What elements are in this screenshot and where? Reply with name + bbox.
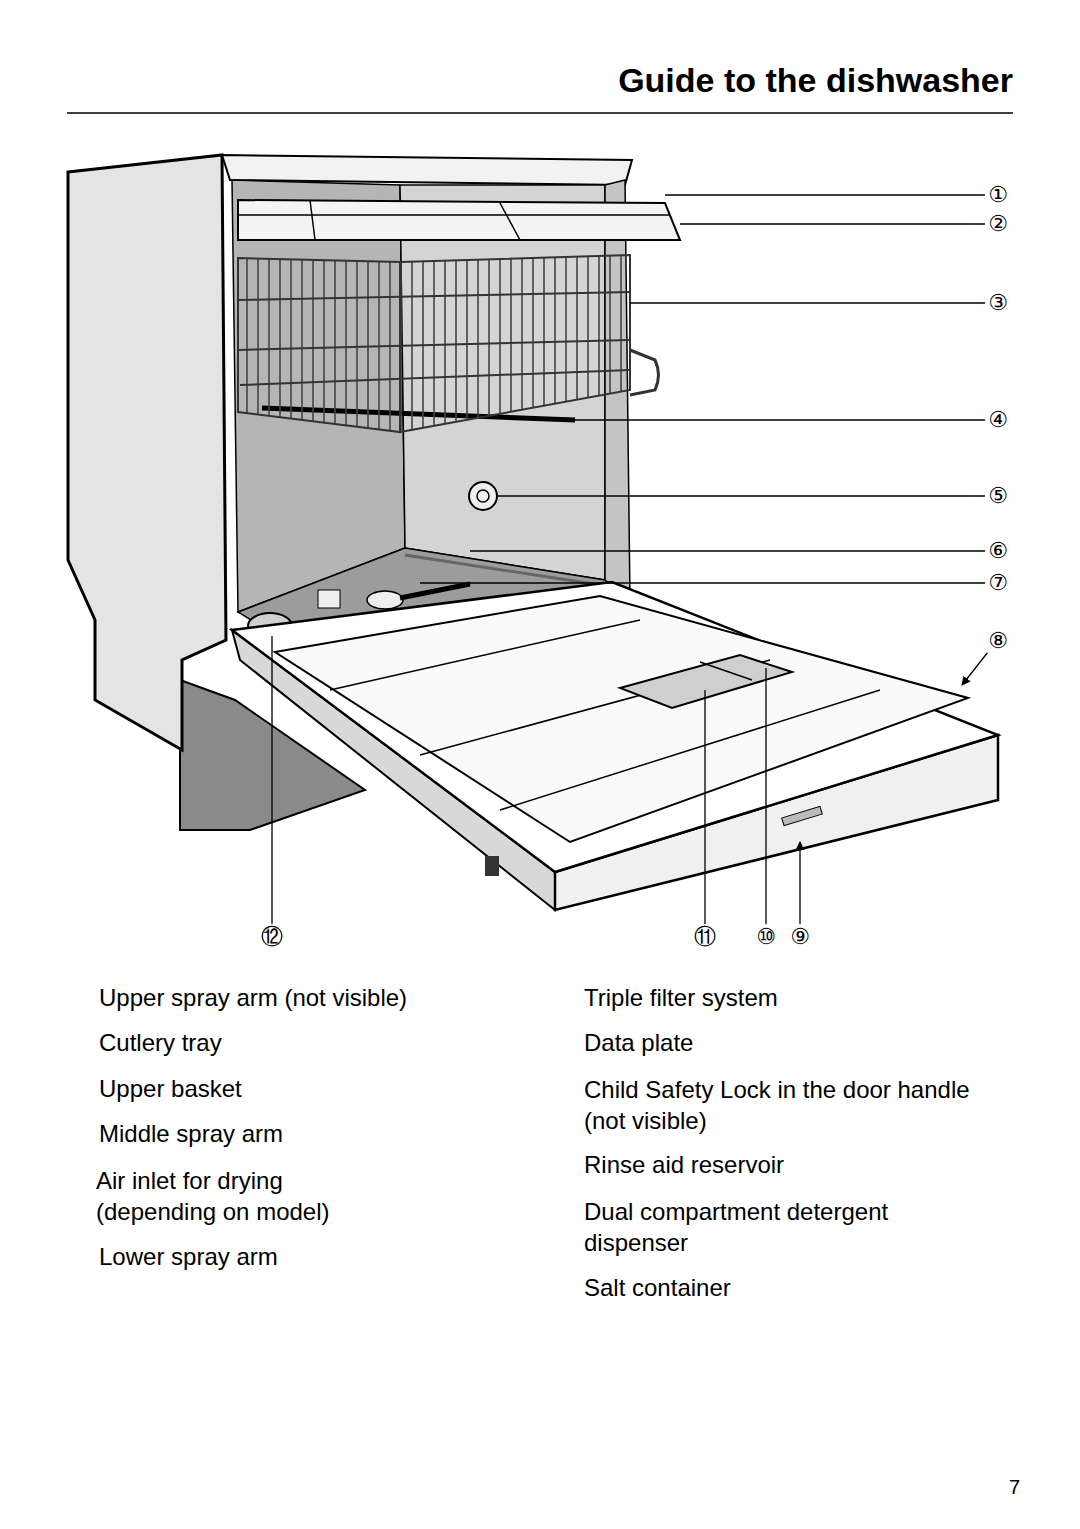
lower-spray-arm: [400, 584, 470, 598]
tray-rail: [238, 214, 670, 216]
dispenser-split: [700, 662, 752, 680]
door-top: [232, 582, 998, 872]
title-rule: [67, 112, 1013, 114]
callout-number: ⑥: [987, 539, 1009, 563]
part-name: Lower spray arm: [99, 1242, 519, 1272]
part-name: Cutlery tray: [99, 1028, 519, 1058]
tray-divider: [310, 200, 520, 240]
callout-number: ②: [987, 212, 1009, 236]
cutlery-tray: [238, 200, 680, 240]
leader-line: [630, 302, 985, 303]
leader-line: [665, 194, 985, 195]
basket-rail: [240, 370, 630, 385]
callout-number: ⑧: [987, 629, 1009, 653]
callout-number: ⑤: [987, 484, 1009, 508]
leader-lines: [272, 195, 988, 924]
part-name: Data plate: [584, 1028, 984, 1058]
arm-mount: [318, 590, 340, 608]
leader-arrow: [962, 652, 988, 685]
callout-number: ⑫: [260, 925, 284, 949]
part-name: Triple filter system: [584, 983, 984, 1013]
part-name: Middle spray arm: [99, 1119, 519, 1149]
side-panel: [68, 155, 226, 750]
page-title: Guide to the dishwasher: [618, 60, 1013, 100]
part-name: Upper spray arm (not visible): [99, 983, 519, 1013]
tub-left-wall: [232, 180, 405, 612]
callout-number: ④: [987, 408, 1009, 432]
callout-number: ③: [987, 291, 1009, 315]
basket-rail: [238, 340, 630, 350]
page-number: 7: [1000, 1472, 1020, 1502]
leader-line: [271, 636, 272, 924]
leader-line: [497, 495, 985, 496]
leader-line: [765, 668, 766, 924]
leader-line: [575, 419, 985, 420]
upper-basket-side: [238, 258, 400, 432]
leader-line: [704, 690, 705, 924]
callout-number: ⑨: [789, 925, 811, 949]
filter: [367, 591, 403, 609]
callout-number: ⑩: [755, 925, 777, 949]
basket-rail: [238, 292, 630, 300]
callout-number: ⑦: [987, 571, 1009, 595]
callout-number: ①: [987, 183, 1009, 207]
leader-line: [680, 223, 985, 224]
part-name: Upper basket: [99, 1074, 519, 1104]
door-trough: [330, 620, 880, 810]
leader-line: [420, 582, 985, 583]
air-inlet: [469, 482, 497, 510]
part-name: Rinse aid reservoir: [584, 1150, 984, 1180]
air-inlet-inner: [477, 490, 489, 502]
top-frame: [222, 155, 632, 185]
leader-arrow: [799, 842, 800, 924]
part-name: Salt container: [584, 1273, 984, 1303]
door-handle: [782, 806, 823, 825]
hinge: [485, 856, 499, 876]
callout-number: ⑪: [693, 925, 717, 949]
part-name: Air inlet for drying (depending on model…: [96, 1165, 356, 1227]
nozzle-rail: [405, 555, 600, 585]
door-inner-panel: [275, 596, 968, 842]
part-name: Child Safety Lock in the door handle (no…: [584, 1074, 984, 1136]
part-name: Dual compartment detergent dispenser: [584, 1196, 984, 1258]
leader-line: [470, 550, 985, 551]
basket-handle: [630, 350, 659, 395]
